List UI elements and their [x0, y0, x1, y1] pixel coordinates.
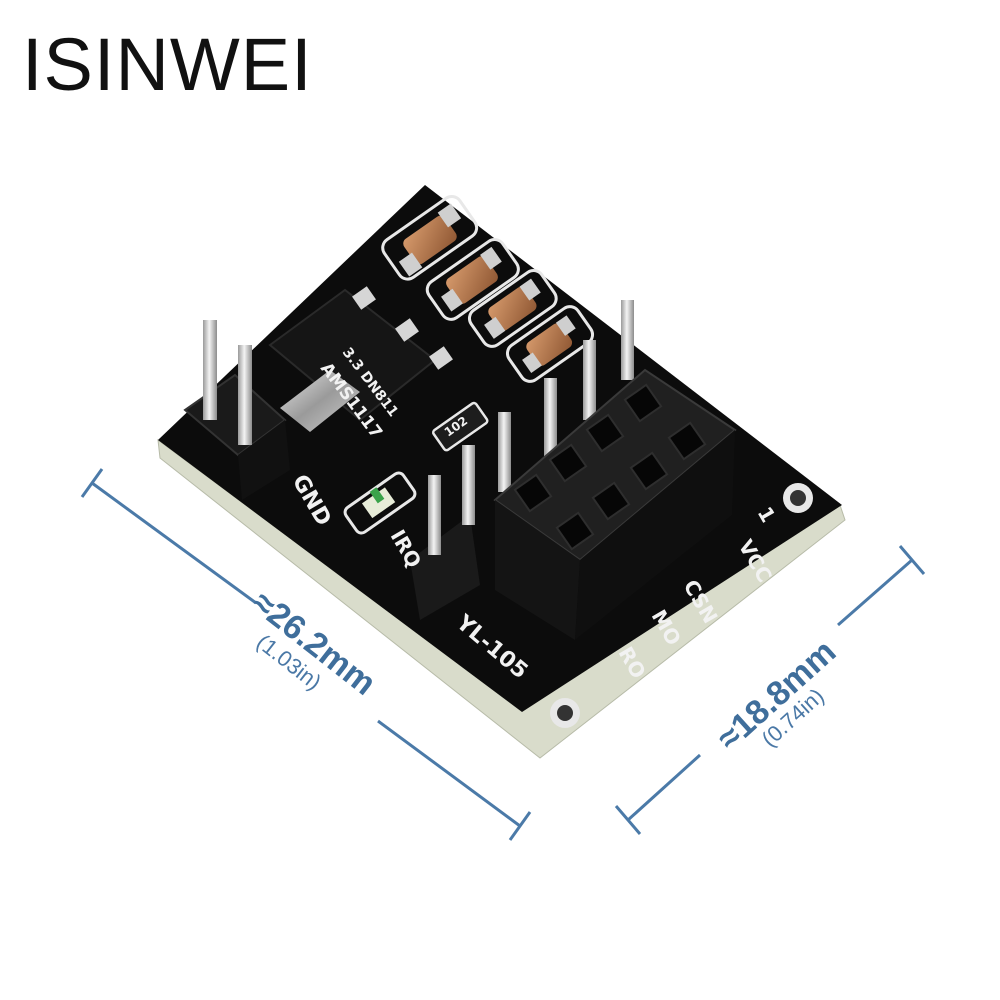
socket-header-pins	[410, 300, 634, 620]
header-pin	[544, 378, 557, 458]
smd-capacitor	[398, 203, 462, 277]
header-pin	[238, 345, 252, 445]
smd-capacitor	[484, 278, 541, 339]
header-pin	[621, 300, 634, 380]
smd-resistor: 102	[431, 401, 489, 452]
mounting-hole	[783, 483, 813, 513]
header-pin	[583, 340, 596, 420]
power-header	[183, 320, 290, 500]
mounting-hole	[550, 698, 580, 728]
header-pin	[498, 412, 511, 492]
header-pin	[462, 445, 475, 525]
header-pin	[203, 320, 217, 420]
voltage-regulator: AMS1117 3.3 DN811	[268, 286, 453, 443]
silkscreen-outline	[381, 194, 595, 383]
smd-capacitor	[441, 246, 502, 312]
brand-title: ISINWEI	[22, 23, 313, 106]
led	[343, 471, 417, 535]
header-pin	[428, 475, 441, 555]
smd-capacitor	[522, 315, 576, 374]
nrf24-socket	[493, 368, 737, 640]
